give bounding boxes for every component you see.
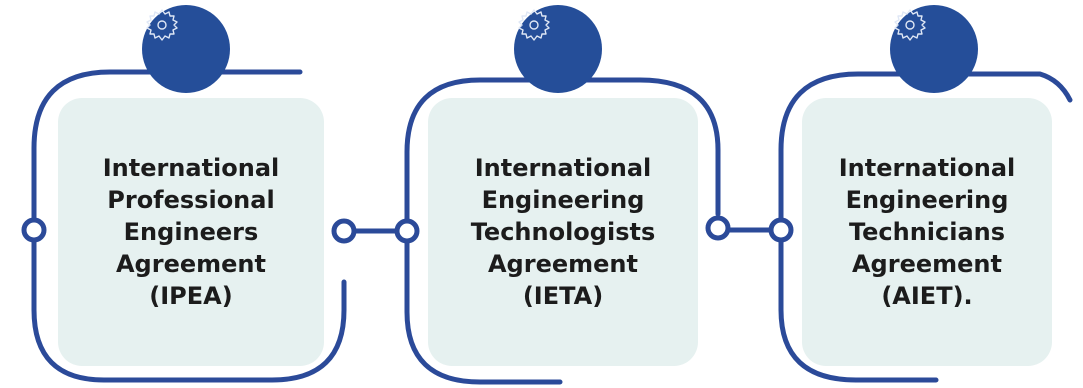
gear-icon (518, 9, 550, 41)
node-2-right (705, 215, 731, 241)
card-ieta: International Engineering Technologists … (428, 98, 698, 366)
card-aiet: International Engineering Technicians Ag… (802, 98, 1052, 366)
gear-icon (894, 9, 926, 41)
card-ipea: International Professional Engineers Agr… (58, 98, 324, 366)
card-label: International Professional Engineers Agr… (102, 154, 280, 310)
gear-icon (146, 9, 178, 41)
frame-1-outline (31, 69, 303, 221)
badge-ieta (514, 5, 602, 93)
frame-3-outline (778, 71, 1073, 221)
frame-2-outline-lower (404, 239, 563, 385)
frame-1-outline-lower (31, 239, 347, 383)
node-3-left (768, 217, 794, 243)
node-1-left (21, 217, 47, 243)
node-2-left (394, 218, 420, 244)
frame-3-outline-lower (778, 239, 939, 383)
card-label: International Engineering Technicians Ag… (838, 154, 1016, 310)
card-label: International Engineering Technologists … (470, 154, 656, 310)
node-1-right (331, 218, 357, 244)
badge-ipea (142, 5, 230, 93)
badge-aiet (890, 5, 978, 93)
